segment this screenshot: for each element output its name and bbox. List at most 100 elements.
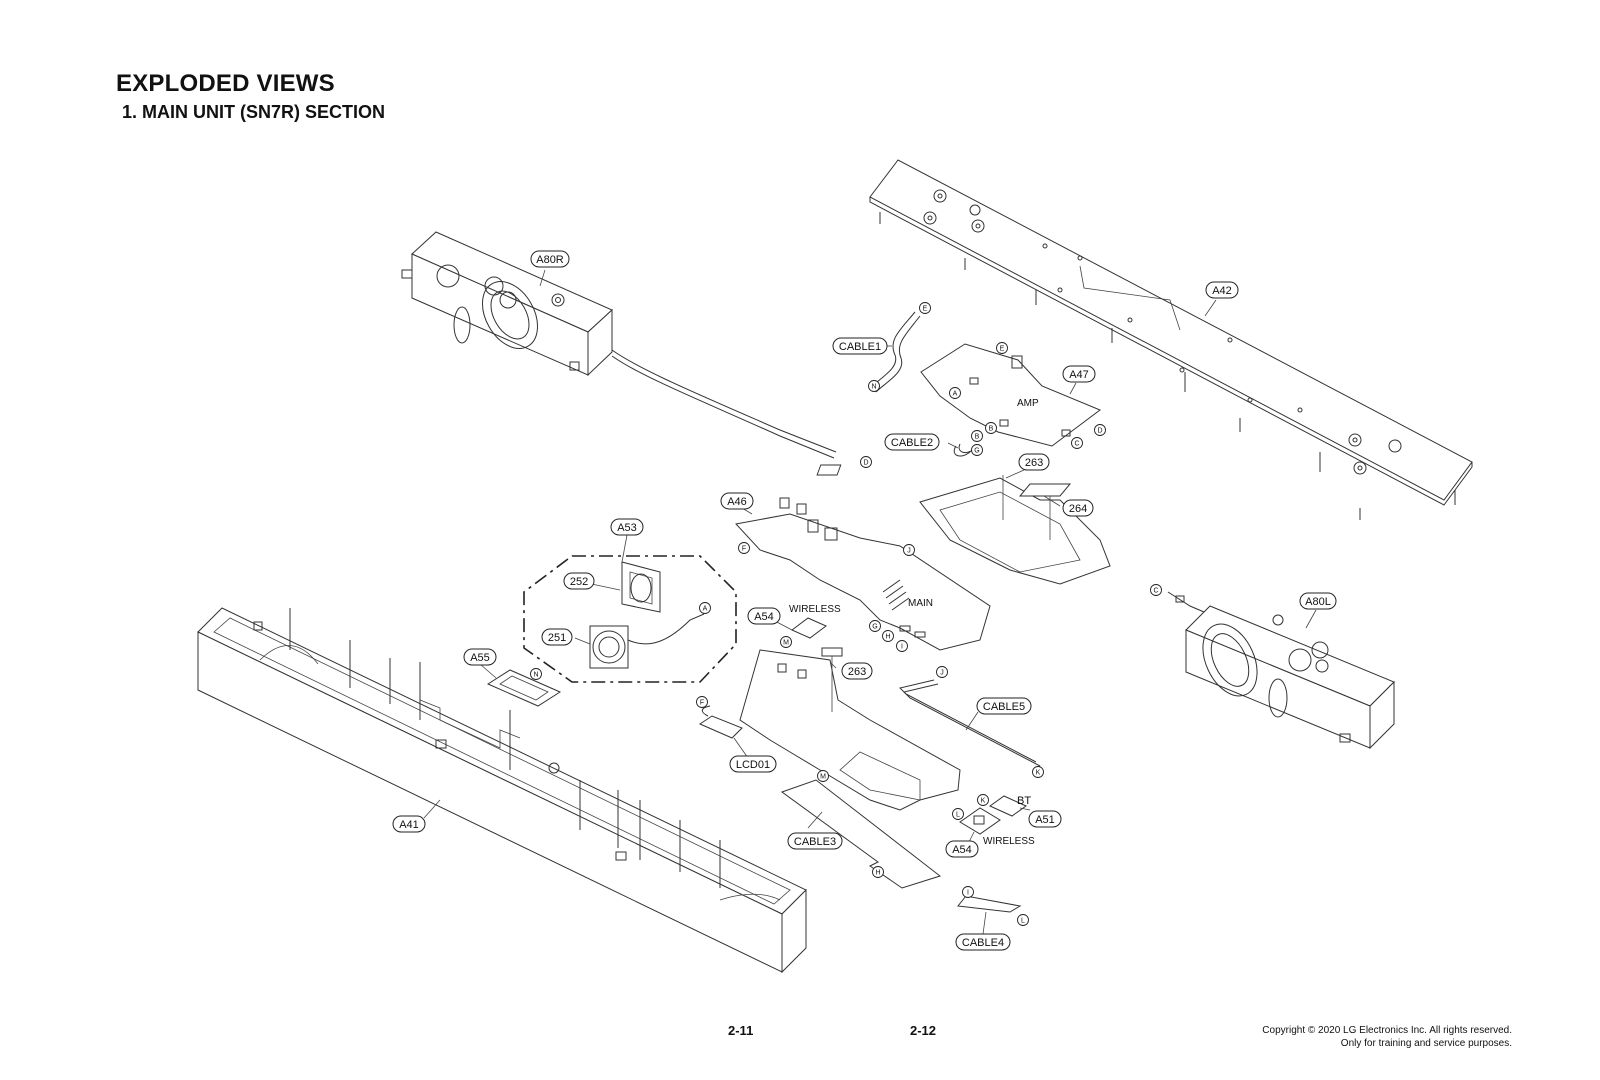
cable5-ribbon [899,679,1041,767]
svg-text:I: I [901,644,903,651]
svg-text:A80L: A80L [1305,596,1331,608]
svg-text:C: C [1153,588,1158,595]
wireless-label-top: WIRELESS [789,604,841,615]
connector-a-1: A [949,387,961,399]
connector-d-2: D [860,456,872,468]
svg-text:J: J [907,548,911,555]
svg-text:CABLE3: CABLE3 [794,836,836,848]
svg-text:H: H [885,634,890,641]
connector-e-2: E [996,342,1008,354]
wireless-label-bottom: WIRELESS [983,836,1035,847]
svg-text:252: 252 [570,576,588,588]
connector-h-2: H [872,866,884,878]
connector-b-1: B [985,422,997,434]
svg-text:263: 263 [1025,457,1043,469]
svg-text:I: I [967,890,969,897]
connector-f-2: F [696,696,708,708]
connector-k-2: K [977,794,989,806]
svg-text:C: C [1074,441,1079,448]
connector-e-1: E [919,302,931,314]
callout-a41: A41 [392,815,426,833]
speaker-a80l [1167,591,1395,750]
bottom-housing-a41 [197,607,807,974]
svg-text:A47: A47 [1069,369,1089,381]
connector-n-2: N [530,668,542,680]
svg-text:A: A [953,391,958,398]
svg-text:A54: A54 [754,611,774,623]
svg-text:A42: A42 [1212,285,1232,297]
callout-a55: A55 [463,648,497,666]
callout-263-top: 263 [1018,453,1050,471]
svg-text:M: M [820,774,826,781]
svg-text:E: E [1000,346,1005,353]
callout-251: 251 [541,628,573,646]
page-number-left: 2-11 [728,1023,754,1038]
connector-j-2: J [936,666,948,678]
callout-263-mid: 263 [841,662,873,680]
copyright-block: Copyright © 2020 LG Electronics Inc. All… [1262,1024,1512,1050]
svg-text:H: H [875,870,880,877]
cable3-ribbon [780,779,942,889]
svg-text:CABLE2: CABLE2 [891,437,933,449]
callout-lcd01: LCD01 [729,755,777,773]
connector-f-1: F [738,542,750,554]
connector-j-1: J [903,544,915,556]
section-subtitle: 1. MAIN UNIT (SN7R) SECTION [122,102,386,122]
svg-text:CABLE5: CABLE5 [983,701,1025,713]
speaker-a80r [401,231,837,459]
woofer-group-a53 [523,555,737,683]
usage-notice: Only for training and service purposes. [1340,1038,1512,1049]
connector-a-2: A [699,602,711,614]
callout-cable2: CABLE2 [884,433,940,451]
callout-264: 264 [1062,499,1094,517]
amp-board-a47 [920,343,1102,447]
svg-text:CABLE1: CABLE1 [839,341,881,353]
callout-a80r: A80R [530,250,570,268]
callout-a53: A53 [610,518,644,536]
callout-cable1: CABLE1 [832,337,888,355]
svg-text:K: K [1036,770,1041,777]
svg-text:N: N [533,672,538,679]
connector-c-1: C [1071,437,1083,449]
callout-cable4: CABLE4 [955,933,1011,951]
connector-m-2: M [817,770,829,782]
bt-label: BT [1017,795,1031,807]
connector-m-1: M [780,636,792,648]
callout-a54-bottom: A54 [945,840,979,858]
module-a55 [486,669,562,707]
cable2-ribbon [953,443,975,457]
connector-k-1: K [1032,766,1044,778]
svg-text:D: D [1097,428,1102,435]
callout-a54-top: A54 [747,607,781,625]
svg-text:J: J [940,670,944,677]
top-plate-a42 [869,159,1473,520]
svg-text:L: L [1021,918,1025,925]
amp-label: AMP [1017,398,1039,409]
svg-text:B: B [975,434,980,441]
callout-a47: A47 [1062,365,1096,383]
svg-text:LCD01: LCD01 [736,759,770,771]
callout-a80l: A80L [1299,592,1337,610]
page-number-right: 2-12 [910,1023,937,1038]
callout-cable3: CABLE3 [787,832,843,850]
copyright-text: Copyright © 2020 LG Electronics Inc. All… [1262,1025,1512,1036]
connector-l-1: L [952,808,964,820]
svg-text:F: F [700,700,704,707]
svg-text:A: A [703,606,708,613]
page-title: EXPLODED VIEWS [116,70,335,97]
svg-text:N: N [871,384,876,391]
connector-i-1: I [896,640,908,652]
svg-text:G: G [974,448,979,455]
connector-g-1: G [971,444,983,456]
svg-text:D: D [863,460,868,467]
cable1-ribbon [869,311,921,393]
svg-text:F: F [742,546,746,553]
svg-text:A55: A55 [470,652,490,664]
connector-i-2: I [962,886,974,898]
svg-text:B: B [989,426,994,433]
main-board-a46 [735,497,991,651]
svg-text:E: E [923,306,928,313]
svg-text:A54: A54 [952,844,972,856]
svg-text:CABLE4: CABLE4 [962,937,1004,949]
